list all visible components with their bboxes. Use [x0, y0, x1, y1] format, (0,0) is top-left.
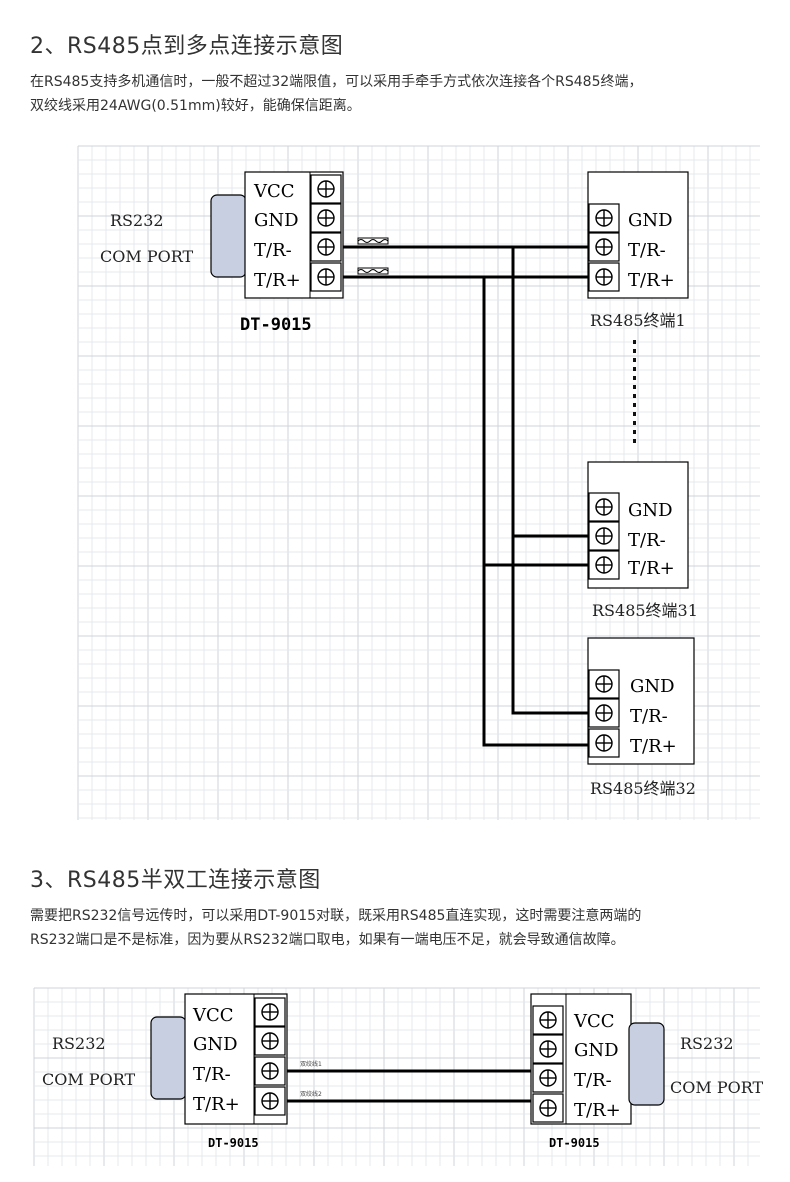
right-pin-vcc-label: VCC [573, 1011, 615, 1032]
left-pin-vcc-label: VCC [192, 1005, 234, 1026]
terminal1-tr-minus-label: T/R- [628, 240, 666, 261]
screw-terminal-icon [254, 997, 286, 1027]
converter-name: DT-9015 [240, 315, 312, 335]
screw-terminal-icon [310, 203, 342, 233]
screw-terminal-icon [588, 698, 620, 728]
terminal1-tr-plus-label: T/R+ [628, 270, 675, 291]
db9-connector-icon [628, 1022, 665, 1106]
half-duplex-diagram: RS232 COM PORT VCC GND T/R- T/R+ DT-9015… [33, 987, 763, 1166]
wire-label-1: 双绞线1 [300, 1060, 322, 1068]
terminal32-tr-minus-label: T/R- [630, 706, 668, 727]
terminal32-tr-plus-label: T/R+ [630, 736, 677, 757]
point-to-multipoint-diagram: RS232 COM PORT VCC GND T/R- T/R+ DT-9015… [77, 145, 760, 820]
right-pin-tr-minus-label: T/R- [574, 1070, 612, 1091]
screw-terminal-icon [310, 174, 342, 204]
terminal32-gnd-label: GND [630, 676, 675, 697]
converter-terminals [254, 997, 564, 1123]
terminal1-name: RS485终端1 [590, 311, 686, 330]
section3-paragraph-line: RS232端口是不是标准，因为要从RS232端口取电，如果有一端电压不足，就会导… [30, 932, 625, 948]
screw-terminal-icon [310, 232, 342, 262]
screw-terminal-icon [588, 521, 620, 551]
terminal31-tr-plus-label: T/R+ [628, 558, 675, 579]
terminal32-name: RS485终端32 [590, 779, 696, 798]
screw-terminal-icon [588, 492, 620, 522]
ellipsis-dots [633, 340, 636, 443]
db9-connector-icon [210, 194, 247, 278]
screw-terminal-icon [532, 1005, 564, 1035]
left-converter-name: DT-9015 [208, 1136, 259, 1150]
pin-tr-minus-label: T/R- [254, 240, 292, 261]
link-wires [287, 1069, 532, 1103]
terminal31-tr-minus-label: T/R- [628, 530, 666, 551]
screw-terminal-icon [254, 1086, 286, 1116]
screw-terminal-icon [588, 262, 620, 292]
terminal31-name: RS485终端31 [592, 601, 698, 620]
right-com-port-label: COM PORT [670, 1078, 763, 1097]
left-pin-tr-minus-label: T/R- [193, 1064, 231, 1085]
screw-terminal-icon [532, 1093, 564, 1123]
left-com-port-label: COM PORT [42, 1070, 135, 1089]
left-pin-tr-plus-label: T/R+ [193, 1094, 240, 1115]
twisted-pair-marker-icon [357, 237, 389, 275]
screw-terminal-icon [254, 1056, 286, 1086]
pin-vcc-label: VCC [253, 181, 295, 202]
section2-paragraph-line: 在RS485支持多机通信时，一般不超过32端限值，可以采用手牵手方式依次连接各个… [30, 74, 643, 90]
section2-paragraph: 在RS485支持多机通信时，一般不超过32端限值，可以采用手牵手方式依次连接各个… [30, 70, 765, 118]
section3-paragraph: 需要把RS232信号远传时，可以采用DT-9015对联，既采用RS485直连实现… [30, 904, 765, 952]
left-pin-gnd-label: GND [193, 1034, 238, 1055]
bus-wires [343, 245, 590, 747]
screw-terminal-icon [310, 262, 342, 292]
right-pin-tr-plus-label: T/R+ [574, 1100, 621, 1121]
screw-terminal-icon [532, 1063, 564, 1093]
right-pin-gnd-label: GND [574, 1040, 619, 1061]
pin-gnd-label: GND [254, 210, 299, 231]
section2-heading: 2、RS485点到多点连接示意图 [30, 34, 344, 59]
right-converter-name: DT-9015 [549, 1136, 600, 1150]
terminal1-gnd-label: GND [628, 210, 673, 231]
terminal-screws [588, 203, 620, 758]
com-port-label: COM PORT [100, 247, 193, 266]
screw-terminal-icon [254, 1026, 286, 1056]
screw-terminal-icon [588, 728, 620, 758]
screw-terminal-icon [588, 203, 620, 233]
screw-terminal-icon [588, 550, 620, 580]
terminal31-gnd-label: GND [628, 500, 673, 521]
left-rs232-label: RS232 [52, 1034, 106, 1053]
section3-heading: 3、RS485半双工连接示意图 [30, 868, 321, 893]
screw-terminal-icon [588, 232, 620, 262]
pin-tr-plus-label: T/R+ [254, 270, 301, 291]
right-rs232-label: RS232 [680, 1034, 734, 1053]
converter-terminals [310, 174, 342, 292]
screw-terminal-icon [588, 669, 620, 699]
screw-terminal-icon [532, 1034, 564, 1064]
section2-paragraph-line: 双绞线采用24AWG(0.51mm)较好，能确保信距离。 [30, 98, 361, 114]
section3-paragraph-line: 需要把RS232信号远传时，可以采用DT-9015对联，既采用RS485直连实现… [30, 908, 642, 924]
wire-label-2: 双绞线2 [300, 1090, 322, 1098]
db9-connector-icon [150, 1016, 187, 1100]
rs232-label: RS232 [110, 211, 164, 230]
